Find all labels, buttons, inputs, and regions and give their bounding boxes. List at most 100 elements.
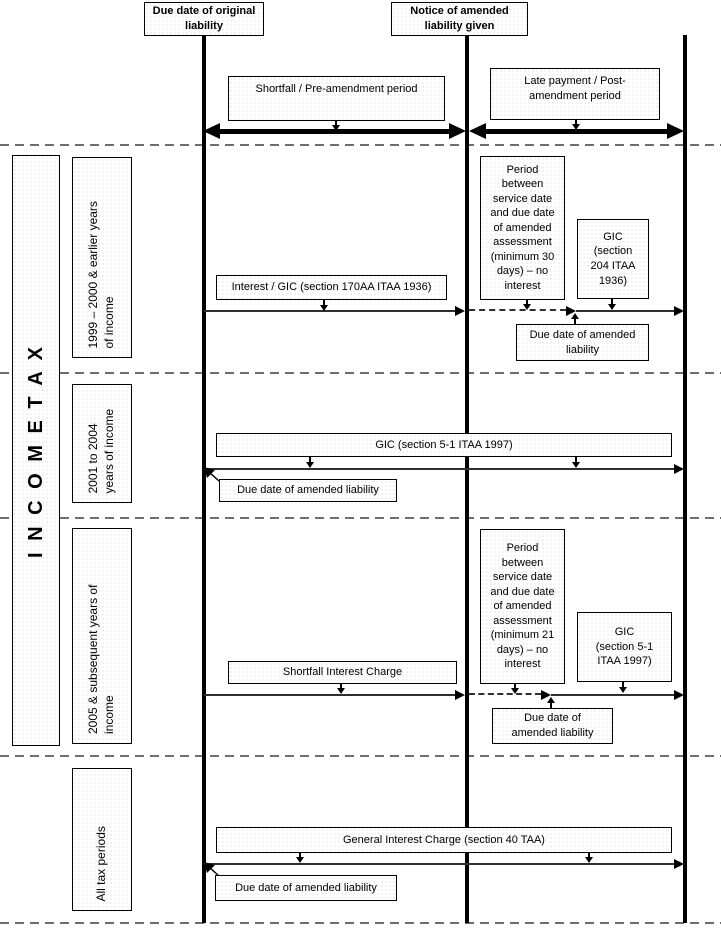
row3-interest-down-arrow-head <box>337 688 345 694</box>
row-separator-top <box>0 144 721 146</box>
row1-gic-down-arrow-head <box>608 304 616 310</box>
gic-204-label: GIC (section 204 ITAA 1936) <box>590 230 636 287</box>
row1-timeline-dashed <box>469 309 566 311</box>
down-arrow-head-post-period <box>572 124 580 130</box>
general-interest-charge-box: General Interest Charge (section 40 TAA) <box>216 827 672 853</box>
row1-due-up-arrow-head <box>571 313 579 319</box>
header-label-amended-notice: Notice of amended liability given <box>410 5 509 32</box>
interest-gic-170aa-box: Interest / GIC (section 170AA ITAA 1936) <box>216 275 447 300</box>
pre-amendment-period-box: Shortfall / Pre-amendment period <box>228 76 445 121</box>
row1-arrowhead-at-due <box>566 306 576 316</box>
gic-204-box: GIC (section 204 ITAA 1936) <box>577 219 649 299</box>
row2-diagonal-arrow <box>204 467 220 482</box>
header-box-original-due-date: Due date of original liability <box>144 2 264 36</box>
row2-gic-down-arrow-left-head <box>306 462 314 468</box>
row4-diagonal-arrow <box>204 862 220 877</box>
down-arrow-pre-period <box>335 121 337 126</box>
row1-timeline-solid-left <box>204 310 456 312</box>
period-no-interest-30days-box: Period between service date and due date… <box>480 156 565 300</box>
post-period-arrow-left-head <box>469 123 486 139</box>
row4-arrowhead-right-edge <box>674 859 684 869</box>
row1-timeline-solid-right <box>576 310 674 312</box>
income-tax-rotated-text: I N C O M E T A X <box>12 155 60 746</box>
row4-gic-down-arrow-right <box>588 853 590 858</box>
row-label-2001-2004: 2001 to 2004 years of income <box>86 408 116 493</box>
row-label-rotated-2005-subsequent: 2005 & subsequent years of income <box>72 528 132 744</box>
pre-period-double-arrow <box>214 129 454 134</box>
row3-period-down-arrow <box>514 684 516 689</box>
period-no-interest-21days-box: Period between service date and due date… <box>480 529 565 684</box>
row2-gic-down-arrow-right-head <box>572 462 580 468</box>
row3-due-date-amended-box: Due date of amended liability <box>492 708 613 744</box>
income-tax-sidebar-box: I N C O M E T A X <box>12 155 60 746</box>
general-interest-charge-label: General Interest Charge (section 40 TAA) <box>343 833 545 846</box>
row4-due-date-amended-label: Due date of amended liability <box>235 881 377 894</box>
row4-timeline <box>204 863 674 865</box>
row-label-all-tax-periods: All tax periods <box>94 825 109 901</box>
row1-period-down-arrow-head <box>523 304 531 310</box>
row2-gic-down-arrow-left <box>309 457 311 463</box>
pre-period-arrow-right-head <box>449 123 466 139</box>
row3-arrowhead-at-due <box>541 690 551 700</box>
period-no-interest-21days-label: Period between service date and due date… <box>490 542 555 671</box>
row3-timeline-solid-left <box>204 694 456 696</box>
gic-5-1-1997-box: GIC (section 5-1 ITAA 1997) <box>216 433 672 457</box>
post-amendment-period-box: Late payment / Post- amendment period <box>490 68 660 120</box>
row3-due-up-arrow <box>550 703 552 709</box>
row-label-1999-2000: 1999 – 2000 & earlier years of income <box>86 200 116 348</box>
row1-interest-down-arrow-head <box>320 305 328 311</box>
row2-due-date-amended-label: Due date of amended liability <box>237 484 379 497</box>
row-label-rotated-1999-2000: 1999 – 2000 & earlier years of income <box>72 157 132 358</box>
row-label-rotated-2001-2004: 2001 to 2004 years of income <box>72 384 132 503</box>
original-due-date-vline <box>202 36 206 923</box>
period-no-interest-30days-label: Period between service date and due date… <box>490 163 555 292</box>
row1-due-date-amended-box: Due date of amended liability <box>516 324 649 361</box>
row-label-box-2001-2004: 2001 to 2004 years of income <box>72 384 132 503</box>
row1-gic-down-arrow <box>611 299 613 305</box>
shortfall-interest-charge-box: Shortfall Interest Charge <box>228 661 457 684</box>
row4-gic-down-arrow-left <box>299 853 301 858</box>
pre-period-arrow-left-head <box>203 123 220 139</box>
row-label-box-all-tax-periods: All tax periods <box>72 768 132 911</box>
shortfall-interest-charge-label: Shortfall Interest Charge <box>282 666 403 679</box>
row2-arrowhead-right-edge <box>674 464 684 474</box>
row-separator-1 <box>0 372 721 374</box>
down-arrow-post-period <box>575 120 577 125</box>
interest-gic-170aa-label: Interest / GIC (section 170AA ITAA 1936) <box>231 281 432 294</box>
row3-gic-down-arrow <box>622 682 624 688</box>
row1-due-date-amended-label: Due date of amended liability <box>529 328 636 356</box>
row-label-rotated-all-tax-periods: All tax periods <box>72 768 132 911</box>
row3-arrowhead-right-edge <box>674 690 684 700</box>
row1-arrowhead-right-edge <box>674 306 684 316</box>
row1-period-down-arrow <box>526 300 528 305</box>
row-label-box-2005-subsequent: 2005 & subsequent years of income <box>72 528 132 744</box>
row-separator-2 <box>0 517 721 519</box>
row-label-box-1999-2000: 1999 – 2000 & earlier years of income <box>72 157 132 358</box>
pre-amendment-period-label: Shortfall / Pre-amendment period <box>255 83 418 95</box>
row3-gic-down-arrow-head <box>619 687 627 693</box>
post-period-arrow-right-head <box>667 123 684 139</box>
amended-notice-vline <box>465 36 469 923</box>
post-period-double-arrow <box>481 129 671 134</box>
row4-gic-down-arrow-left-head <box>296 857 304 863</box>
gic-5-1-1997-row3-label: GIC (section 5-1 ITAA 1997) <box>595 626 654 668</box>
row2-timeline <box>204 468 674 470</box>
row3-period-down-arrow-head <box>511 688 519 694</box>
header-box-amended-notice: Notice of amended liability given <box>391 2 528 36</box>
income-tax-label: I N C O M E T A X <box>25 343 47 558</box>
row2-due-date-amended-box: Due date of amended liability <box>219 479 397 502</box>
down-arrow-head-pre-period <box>332 125 340 131</box>
row-label-2005-subsequent: 2005 & subsequent years of income <box>86 584 116 734</box>
row-separator-bottom <box>0 922 721 924</box>
header-label-original-due-date: Due date of original liability <box>152 5 256 32</box>
row1-due-up-arrow <box>574 319 576 325</box>
right-edge-vline <box>683 35 687 923</box>
row3-interest-down-arrow <box>340 684 342 689</box>
row3-due-up-arrow-head <box>547 697 555 703</box>
row3-timeline-solid-right <box>551 694 674 696</box>
row-separator-3 <box>0 755 721 757</box>
row3-arrowhead-at-notice <box>455 690 465 700</box>
gic-5-1-1997-row3-box: GIC (section 5-1 ITAA 1997) <box>577 612 672 682</box>
row2-gic-down-arrow-right <box>575 457 577 463</box>
